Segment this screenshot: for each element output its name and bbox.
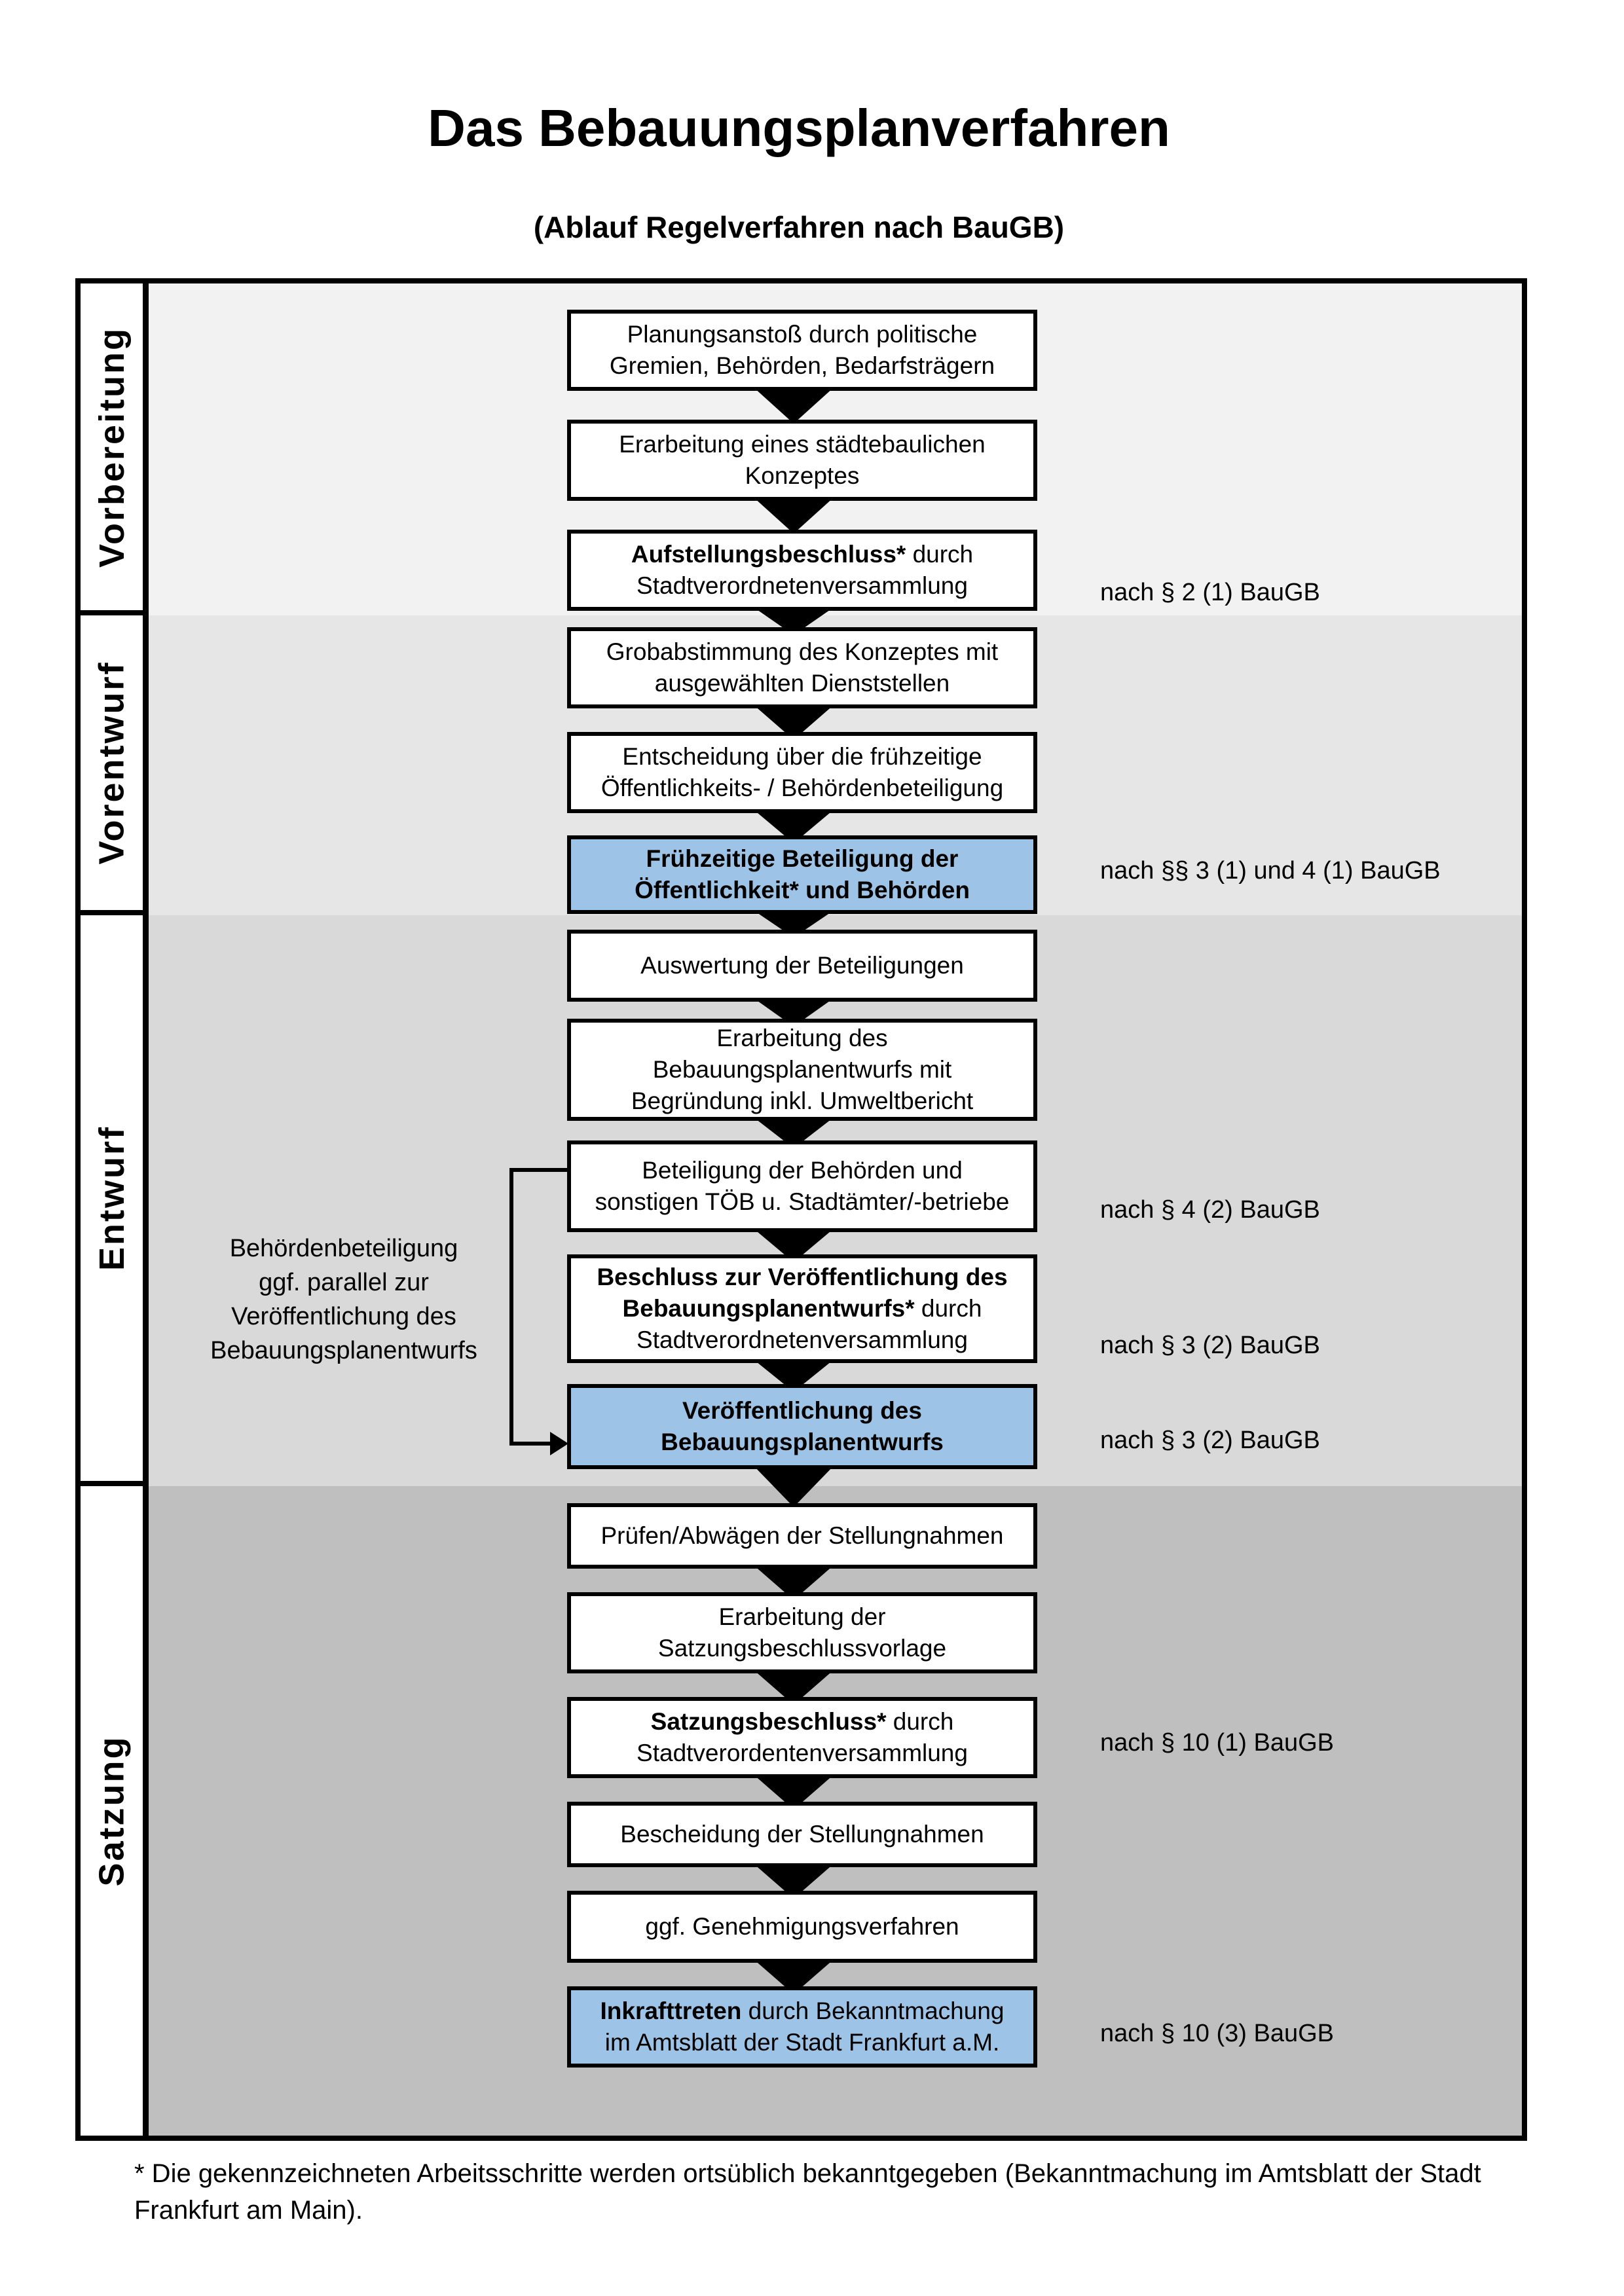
connector-line-top — [509, 1168, 567, 1172]
connector-line-vertical — [509, 1168, 513, 1446]
flow-step-line: Inkrafttreten durch Bekanntmachung — [600, 1997, 1005, 2024]
flow-step-line: Aufstellungsbeschluss* durch — [631, 541, 974, 568]
flow-step-line: Bebauungsplanentwurfs mit — [652, 1056, 952, 1083]
flow-step-beschluss-veroeffentlichung: Beschluss zur Veröffentlichung des Bebau… — [567, 1254, 1037, 1363]
section-label-cell-vorbereitung: Vorbereitung — [81, 283, 143, 610]
flow-step-line: Erarbeitung eines städtebaulichen — [619, 431, 986, 458]
section-divider — [81, 610, 149, 615]
flow-step-planungsanstoss: Planungsanstoß durch politische Gremien,… — [567, 310, 1037, 391]
flow-step-line: sonstigen TÖB u. Stadtämter/-betriebe — [595, 1188, 1010, 1215]
side-note-line: ggf. parallel zur — [259, 1269, 429, 1296]
flow-step-staedtebauliches-konzept: Erarbeitung eines städtebaulichen Konzep… — [567, 420, 1037, 501]
section-divider — [81, 910, 149, 915]
side-note-behoerdenbeteiligung: Behördenbeteiligung ggf. parallel zur Ve… — [177, 1231, 511, 1368]
flow-step-satzungsbeschluss: Satzungsbeschluss* durch Stadtverordente… — [567, 1697, 1037, 1778]
down-arrow-icon — [753, 497, 834, 534]
section-label-vorentwurf: Vorentwurf — [92, 661, 132, 865]
flow-step-veroeffentlichung: Veröffentlichung des Bebauungsplanentwur… — [567, 1384, 1037, 1469]
section-label-cell-entwurf: Entwurf — [81, 915, 143, 1481]
law-note-fruehzeitige-beteiligung: nach §§ 3 (1) und 4 (1) BauGB — [1100, 857, 1441, 884]
flow-step-line: Frühzeitige Beteiligung der — [646, 845, 959, 872]
section-label-entwurf: Entwurf — [92, 1125, 132, 1271]
law-note-satzungsbeschluss: nach § 10 (1) BauGB — [1100, 1729, 1334, 1757]
page-subtitle: (Ablauf Regelverfahren nach BauGB) — [533, 210, 1065, 244]
flow-step-pruefen-abwaegen: Prüfen/Abwägen der Stellungnahmen — [567, 1503, 1037, 1569]
flow-step-line: Erarbeitung des — [716, 1025, 888, 1051]
flow-step-line: Stadtverordnetenversammlung — [637, 1326, 968, 1353]
page-title: Das Bebauungsplanverfahren — [428, 99, 1170, 157]
flow-step-line: ausgewählten Dienststellen — [654, 670, 950, 697]
flow-step-line: Bebauungsplanentwurfs — [661, 1429, 944, 1455]
flow-step-inkrafttreten: Inkrafttreten durch Bekanntmachung im Am… — [567, 1986, 1037, 2068]
section-divider — [81, 1481, 149, 1486]
flow-step-behoerdenbeteiligung: Beteiligung der Behörden und sonstigen T… — [567, 1140, 1037, 1232]
flow-step-line: Öffentlichkeits- / Behördenbeteiligung — [600, 774, 1004, 801]
connector-right-arrow-icon — [550, 1432, 568, 1455]
law-note-behoerdenbeteiligung: nach § 4 (2) BauGB — [1100, 1196, 1320, 1224]
flow-step-auswertung: Auswertung der Beteiligungen — [567, 930, 1037, 1002]
label-column-divider — [143, 283, 149, 2136]
flow-step-line: Entscheidung über die frühzeitige — [622, 743, 982, 770]
flow-step-line: Konzeptes — [745, 462, 860, 489]
flow-step-line: Beschluss zur Veröffentlichung des — [597, 1264, 1008, 1290]
down-arrow-icon — [753, 1465, 834, 1507]
law-note-inkrafttreten: nach § 10 (3) BauGB — [1100, 2020, 1334, 2047]
section-label-cell-vorentwurf: Vorentwurf — [81, 615, 143, 910]
side-note-line: Bebauungsplanentwurfs — [210, 1337, 477, 1364]
side-note-line: Veröffentlichung des — [231, 1303, 456, 1330]
flow-step-line: Planungsanstoß durch politische — [627, 321, 978, 348]
flow-step-fruehzeitige-beteiligung: Frühzeitige Beteiligung der Öffentlichke… — [567, 835, 1037, 914]
flow-step-line: Beteiligung der Behörden und — [642, 1157, 963, 1184]
flow-step-genehmigungsverfahren: ggf. Genehmigungsverfahren — [567, 1891, 1037, 1963]
down-arrow-icon — [753, 387, 834, 424]
law-note-beschluss-veroeffentlichung: nach § 3 (2) BauGB — [1100, 1332, 1320, 1359]
flow-step-erarbeitung-entwurf: Erarbeitung des Bebauungsplanentwurfs mi… — [567, 1019, 1037, 1121]
flow-step-line: im Amtsblatt der Stadt Frankfurt a.M. — [604, 2029, 1000, 2056]
flow-step-line: Erarbeitung der — [718, 1603, 886, 1630]
flow-step-line: Prüfen/Abwägen der Stellungnahmen — [600, 1522, 1004, 1549]
section-label-satzung: Satzung — [92, 1735, 132, 1887]
side-note-line: Behördenbeteiligung — [229, 1235, 458, 1262]
flow-step-line: Veröffentlichung des — [682, 1397, 922, 1424]
flow-step-line: Gremien, Behörden, Bedarfsträgern — [609, 352, 995, 379]
flow-step-line: Stadtverordnetenversammlung — [637, 572, 968, 599]
footnote: * Die gekennzeichneten Arbeitsschritte w… — [134, 2159, 1481, 2225]
flow-step-line: Begründung inkl. Umweltbericht — [631, 1087, 974, 1114]
flow-step-line: Satzungsbeschlussvorlage — [657, 1635, 947, 1662]
section-label-vorbereitung: Vorbereitung — [92, 326, 132, 568]
flow-step-grobabstimmung: Grobabstimmung des Konzeptes mit ausgewä… — [567, 627, 1037, 708]
section-label-cell-satzung: Satzung — [81, 1486, 143, 2136]
flow-step-line: Stadtverordentenversammlung — [637, 1740, 968, 1766]
flow-step-entscheidung-beteiligung: Entscheidung über die frühzeitige Öffent… — [567, 732, 1037, 813]
law-note-aufstellungsbeschluss: nach § 2 (1) BauGB — [1100, 579, 1320, 606]
flow-step-bescheidung: Bescheidung der Stellungnahmen — [567, 1802, 1037, 1867]
flow-step-line: Bebauungsplanentwurfs* durch — [622, 1295, 982, 1322]
connector-line-bottom — [509, 1442, 554, 1446]
flow-step-line: Auswertung der Beteiligungen — [640, 952, 964, 979]
flow-step-line: Bescheidung der Stellungnahmen — [620, 1821, 984, 1848]
flow-step-aufstellungsbeschluss: Aufstellungsbeschluss* durch Stadtverord… — [567, 530, 1037, 611]
flow-step-line: Grobabstimmung des Konzeptes mit — [606, 638, 999, 665]
law-note-veroeffentlichung: nach § 3 (2) BauGB — [1100, 1427, 1320, 1454]
flow-step-satzungsvorlage: Erarbeitung der Satzungsbeschlussvorlage — [567, 1592, 1037, 1673]
flow-step-line: ggf. Genehmigungsverfahren — [645, 1913, 959, 1940]
flow-step-line: Öffentlichkeit* und Behörden — [635, 877, 970, 903]
flow-step-line: Satzungsbeschluss* durch — [650, 1708, 954, 1735]
